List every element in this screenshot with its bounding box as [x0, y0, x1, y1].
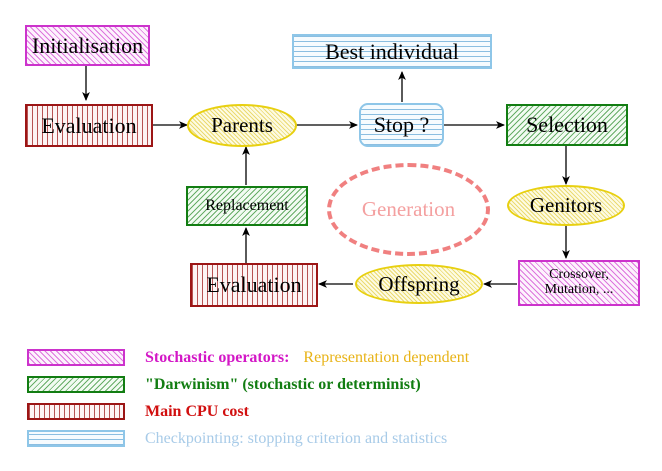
node-offspring-label: Offspring: [378, 271, 460, 296]
legend-text-primary: Main CPU cost: [145, 402, 249, 420]
legend-swatch-main-cpu-cost: [27, 403, 125, 420]
node-selection-label: Selection: [526, 112, 608, 138]
node-parents-label: Parents: [211, 113, 273, 138]
legend-swatch-darwinism: [27, 376, 125, 393]
node-initialisation[interactable]: Initialisation: [25, 25, 150, 66]
legend-swatch-stochastic-operators: [27, 349, 125, 366]
legend-label-checkpointing: Checkpointing: stopping criterion and st…: [145, 430, 447, 448]
node-best-individual[interactable]: Best individual: [292, 34, 492, 69]
legend-row: Stochastic operators: Representation depe…: [27, 344, 637, 371]
node-genitors[interactable]: Genitors: [507, 185, 625, 226]
node-selection[interactable]: Selection: [506, 104, 628, 146]
legend-row: "Darwinism" (stochastic or determinist): [27, 371, 637, 398]
legend-label-main-cpu-cost: Main CPU cost: [145, 403, 249, 421]
node-evaluation-bottom[interactable]: Evaluation: [190, 263, 318, 307]
node-replacement-label: Replacement: [205, 196, 289, 214]
legend: Stochastic operators: Representation depe…: [27, 344, 637, 452]
node-generation-label: Generation: [361, 197, 456, 221]
node-parents[interactable]: Parents: [187, 104, 297, 147]
legend-text-primary: "Darwinism" (stochastic or determinist): [145, 375, 421, 393]
legend-row: Checkpointing: stopping criterion and st…: [27, 425, 637, 452]
node-evaluation-top[interactable]: Evaluation: [25, 104, 153, 147]
node-replacement[interactable]: Replacement: [186, 186, 308, 226]
legend-text-primary: Checkpointing: stopping criterion and st…: [145, 429, 448, 447]
node-evaluation-top-label: Evaluation: [41, 112, 137, 138]
node-stop-label: Stop ?: [373, 112, 430, 138]
node-genitors-label: Genitors: [529, 193, 603, 218]
node-best-individual-label: Best individual: [325, 38, 459, 64]
legend-label-stochastic-operators: Stochastic operators: Representation depe…: [145, 349, 469, 367]
legend-text-primary: Stochastic operators:: [145, 348, 290, 366]
node-initialisation-label: Initialisation: [31, 32, 144, 58]
legend-row: Main CPU cost: [27, 398, 637, 425]
node-crossover-mutation[interactable]: Crossover, Mutation, ...: [518, 260, 640, 306]
legend-swatch-checkpointing: [27, 430, 125, 447]
legend-label-darwinism: "Darwinism" (stochastic or determinist): [145, 376, 421, 394]
node-offspring[interactable]: Offspring: [355, 264, 483, 304]
node-stop[interactable]: Stop ?: [359, 103, 444, 147]
node-generation: Generation: [327, 163, 490, 256]
legend-text-secondary: Representation dependent: [303, 348, 470, 366]
node-evaluation-bottom-label: Evaluation: [206, 272, 302, 298]
node-crossover-mutation-label: Crossover, Mutation, ...: [544, 267, 614, 297]
